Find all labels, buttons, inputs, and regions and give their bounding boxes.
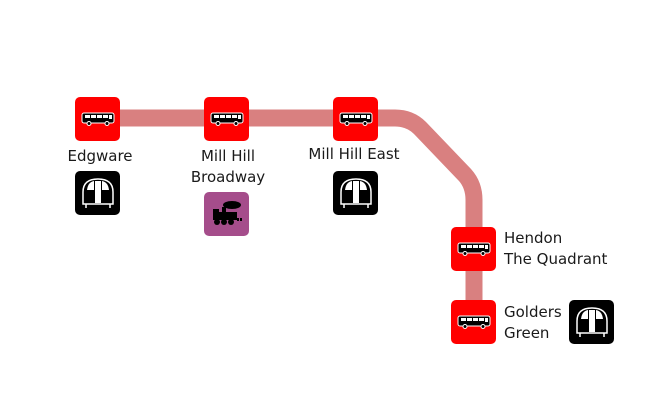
bus-icon — [457, 315, 490, 329]
stop-mill-hill-east-underground-button[interactable] — [333, 171, 378, 215]
stop-label-edgware: Edgware — [67, 146, 132, 167]
stop-name-line1: Golders — [504, 303, 562, 321]
underground-icon — [81, 178, 114, 208]
bus-icon — [81, 112, 114, 126]
stop-label-golders-green: Golders Green — [504, 302, 562, 344]
stop-edgware-underground-button[interactable] — [75, 171, 120, 215]
bus-icon — [210, 112, 243, 126]
stop-mill-hill-broadway-rail-button[interactable] — [204, 192, 249, 236]
stop-name-line2: Broadway — [190, 168, 266, 186]
stop-golders-green-underground-button[interactable] — [569, 300, 614, 344]
bus-icon — [457, 242, 490, 256]
stop-edgware-bus-button[interactable] — [75, 97, 120, 141]
stop-label-mill-hill-broadway: Mill Hill Broadway — [191, 146, 265, 188]
underground-icon — [339, 178, 372, 208]
stop-golders-green-bus-button[interactable] — [451, 300, 496, 344]
rail-icon — [212, 201, 242, 225]
stop-name-line1: Hendon — [504, 229, 563, 247]
stop-name: Edgware — [67, 147, 133, 165]
stop-hendon-bus-button[interactable] — [451, 227, 496, 271]
stop-name-line1: Mill Hill — [200, 147, 255, 165]
underground-icon — [575, 307, 608, 337]
stop-label-hendon: Hendon The Quadrant — [504, 228, 607, 270]
stop-name-line2: The Quadrant — [504, 250, 608, 268]
stop-label-mill-hill-east: Mill Hill East — [308, 144, 399, 165]
stop-mill-hill-broadway-bus-button[interactable] — [204, 97, 249, 141]
stop-name: Mill Hill East — [308, 145, 400, 163]
stop-mill-hill-east-bus-button[interactable] — [333, 97, 378, 141]
stop-name-line2: Green — [504, 324, 550, 342]
bus-icon — [339, 112, 372, 126]
route-path — [98, 109, 483, 322]
